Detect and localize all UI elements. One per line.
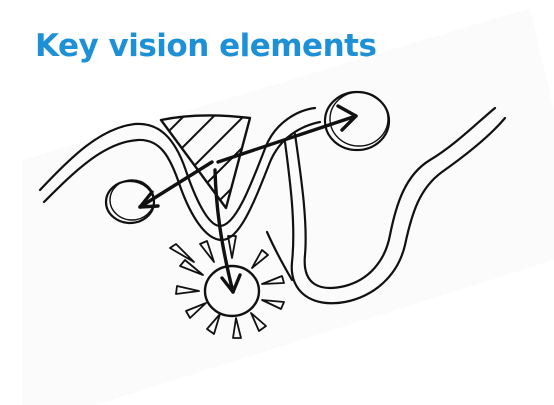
paper-sheet bbox=[22, 8, 554, 405]
